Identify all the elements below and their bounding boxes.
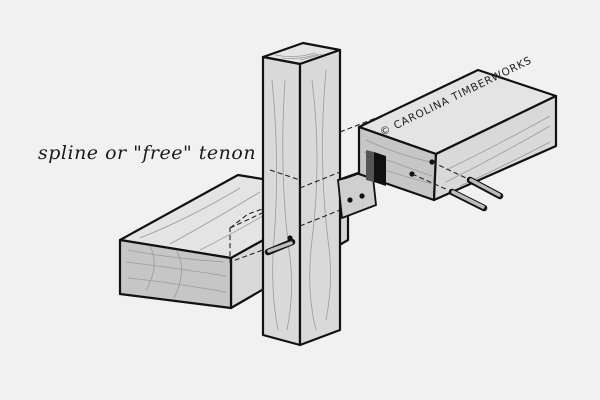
peg-guide-2 [431, 161, 467, 179]
vertical-post [261, 41, 342, 347]
post-hidden-line-3 [269, 169, 301, 181]
post-grain [271, 69, 331, 331]
peg-left-joint-highlight [267, 241, 293, 253]
spline-peg-hole-1 [347, 197, 353, 203]
peg-2-highlight [469, 178, 501, 197]
peg-1-highlight [451, 190, 485, 209]
spline-alignment-line [339, 117, 377, 133]
post-right-face [298, 48, 342, 347]
right-mortise-slot [374, 152, 386, 186]
peg-guide-1 [411, 173, 449, 191]
post-hidden-line-2 [299, 209, 341, 227]
right-mortise-slot-side [366, 150, 374, 182]
left-beam-grain [125, 245, 227, 299]
spline-annotation-label: spline or "free" tenon [38, 142, 257, 164]
post-hidden-line-1 [299, 171, 341, 189]
right-beam: © CAROLINA TIMBERWORKS [357, 54, 558, 202]
post-left-face [261, 55, 302, 347]
left-joint-peg-hole [287, 235, 293, 241]
post-end-rings [274, 52, 323, 61]
left-beam-end-grain [118, 238, 233, 310]
pegs [264, 161, 504, 256]
spline-peg-hole-2 [359, 193, 365, 199]
